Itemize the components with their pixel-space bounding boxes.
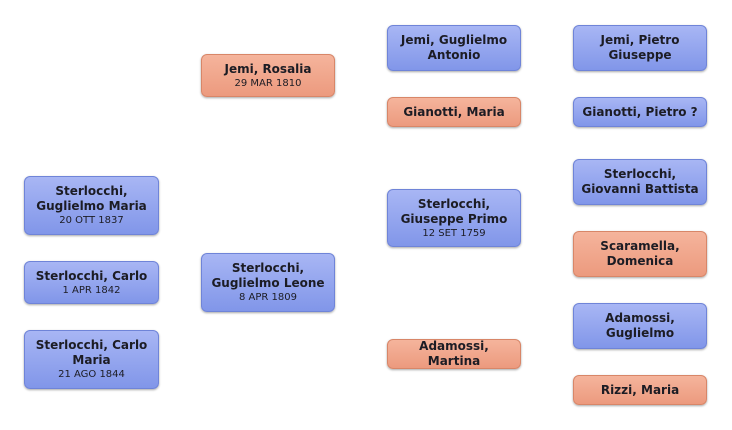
person-card-guglielmo-antonio[interactable]: Jemi, Guglielmo Antonio [387,25,521,71]
person-date: 8 APR 1809 [239,292,297,303]
person-name: Sterlocchi, Giuseppe Primo [400,196,508,226]
person-card-pietro-giuseppe[interactable]: Jemi, Pietro Giuseppe [573,25,707,71]
person-card-rosalia[interactable]: Jemi, Rosalia 29 MAR 1810 [201,54,335,97]
person-card-pietro-gianotti[interactable]: Gianotti, Pietro ? [573,97,707,127]
person-name: Sterlocchi, Carlo Maria [35,338,148,367]
person-date: 20 OTT 1837 [59,215,124,226]
person-card-guglielmo-adamossi[interactable]: Adamossi, Guglielmo [573,303,707,349]
person-name: Gianotti, Pietro ? [582,104,698,119]
person-card-guglielmo-leone[interactable]: Sterlocchi, Guglielmo Leone 8 APR 1809 [201,253,335,312]
person-name: Jemi, Rosalia [224,61,312,76]
person-name: Sterlocchi, Carlo [35,268,148,283]
person-name: Sterlocchi, Guglielmo Leone [211,261,325,290]
person-name: Adamossi, Guglielmo [605,311,675,340]
person-name: Jemi, Guglielmo Antonio [400,33,508,62]
person-date: 29 MAR 1810 [234,77,302,89]
person-date: 12 SET 1759 [422,227,486,239]
person-card-maria-gianotti[interactable]: Gianotti, Maria [387,97,521,127]
person-name: Adamossi, Martina [419,339,489,368]
person-card-guglielmo-maria[interactable]: Sterlocchi, Guglielmo Maria 20 OTT 1837 [24,176,159,235]
person-name: Sterlocchi, Giovanni Battista [581,167,699,196]
person-card-martina[interactable]: Adamossi, Martina [387,339,521,369]
person-card-domenica[interactable]: Scaramella, Domenica [573,231,707,277]
person-card-giuseppe-primo[interactable]: Sterlocchi, Giuseppe Primo 12 SET 1759 [387,189,521,247]
person-card-carlo[interactable]: Sterlocchi, Carlo 1 APR 1842 [24,261,159,304]
person-name: Rizzi, Maria [600,382,680,397]
person-date: 21 AGO 1844 [58,369,125,380]
person-name: Scaramella, Domenica [600,239,680,268]
person-date: 1 APR 1842 [62,284,121,296]
person-card-maria-rizzi[interactable]: Rizzi, Maria [573,375,707,405]
person-card-carlo-maria[interactable]: Sterlocchi, Carlo Maria 21 AGO 1844 [24,330,159,389]
person-name: Gianotti, Maria [403,104,505,119]
person-name: Jemi, Pietro Giuseppe [600,33,680,62]
person-card-giovanni-battista[interactable]: Sterlocchi, Giovanni Battista [573,159,707,205]
person-name: Sterlocchi, Guglielmo Maria [36,184,147,213]
